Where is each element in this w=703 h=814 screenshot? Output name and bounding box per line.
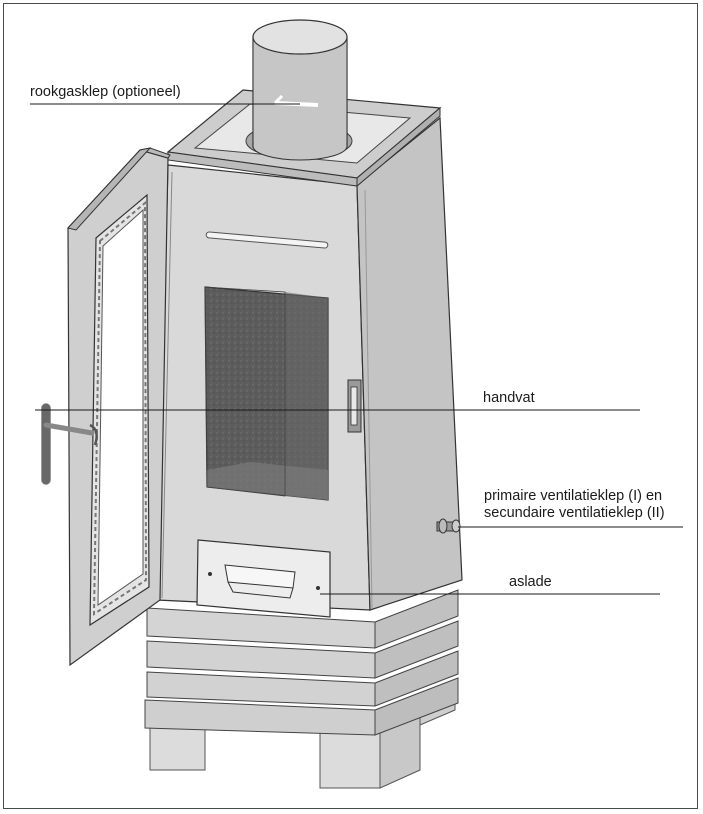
label-flue-damper: rookgasklep (optioneel) (30, 84, 181, 100)
label-vent-line2: secundaire ventilatieklep (II) (484, 505, 665, 522)
fire-window (204, 286, 329, 501)
label-vent-valves: primaire ventilatieklep (I) en secundair… (484, 488, 665, 523)
label-ash-drawer: aslade (509, 574, 552, 590)
ash-drawer (196, 539, 331, 618)
diagram-frame (3, 3, 698, 809)
stove-base (144, 589, 459, 736)
flue-pipe (245, 19, 353, 161)
door-latch (347, 379, 362, 433)
vent-knob (436, 518, 461, 534)
label-vent-line1: primaire ventilatieklep (I) en (484, 488, 663, 504)
open-door (41, 147, 171, 667)
leader-lines (30, 103, 683, 595)
label-handle: handvat (483, 390, 535, 406)
air-slot (205, 231, 329, 249)
